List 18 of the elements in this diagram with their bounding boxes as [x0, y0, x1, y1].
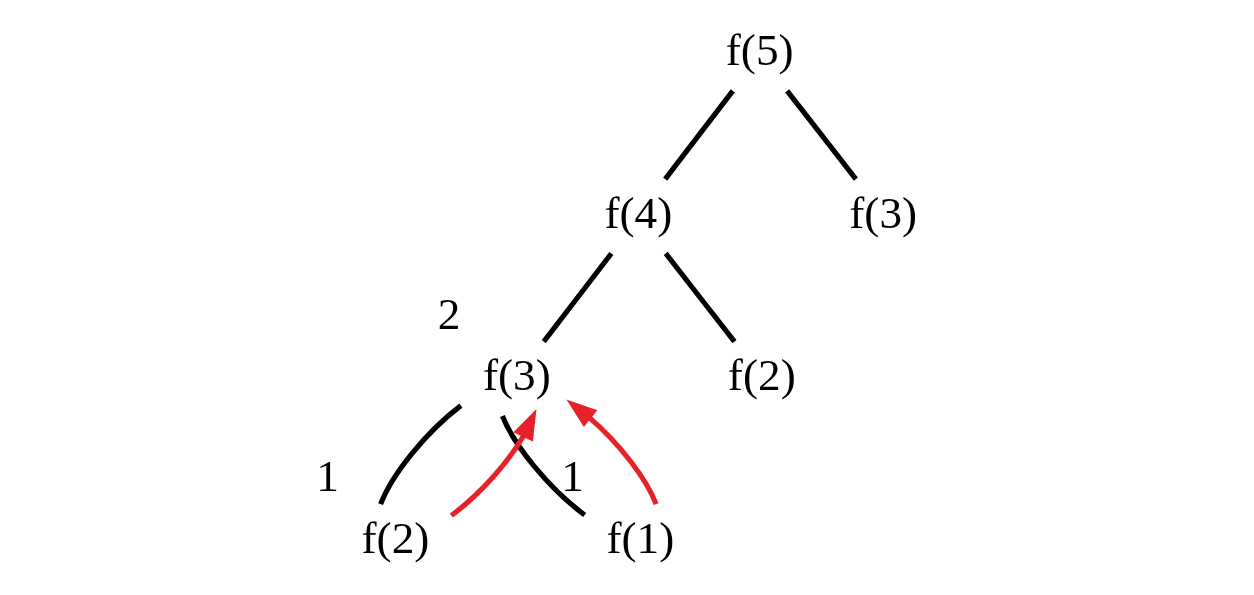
connector	[663, 89, 735, 181]
connector	[500, 414, 587, 518]
connector	[541, 251, 614, 344]
node-text: f(2)	[727, 350, 796, 401]
arrow	[566, 399, 659, 506]
arrow	[449, 409, 537, 518]
node-label: 2	[437, 288, 461, 339]
connector	[785, 89, 858, 181]
node-text: f(5)	[725, 25, 794, 76]
node-text: f(1)	[606, 512, 675, 563]
node-label: 1	[316, 451, 339, 502]
connector	[663, 251, 737, 344]
node-text: f(3)	[849, 187, 918, 238]
node-label: 1	[561, 451, 584, 502]
node-text: f(2)	[361, 512, 430, 563]
node-text: f(4)	[604, 187, 673, 238]
node-text: f(3)	[482, 350, 551, 401]
connector	[378, 403, 463, 506]
